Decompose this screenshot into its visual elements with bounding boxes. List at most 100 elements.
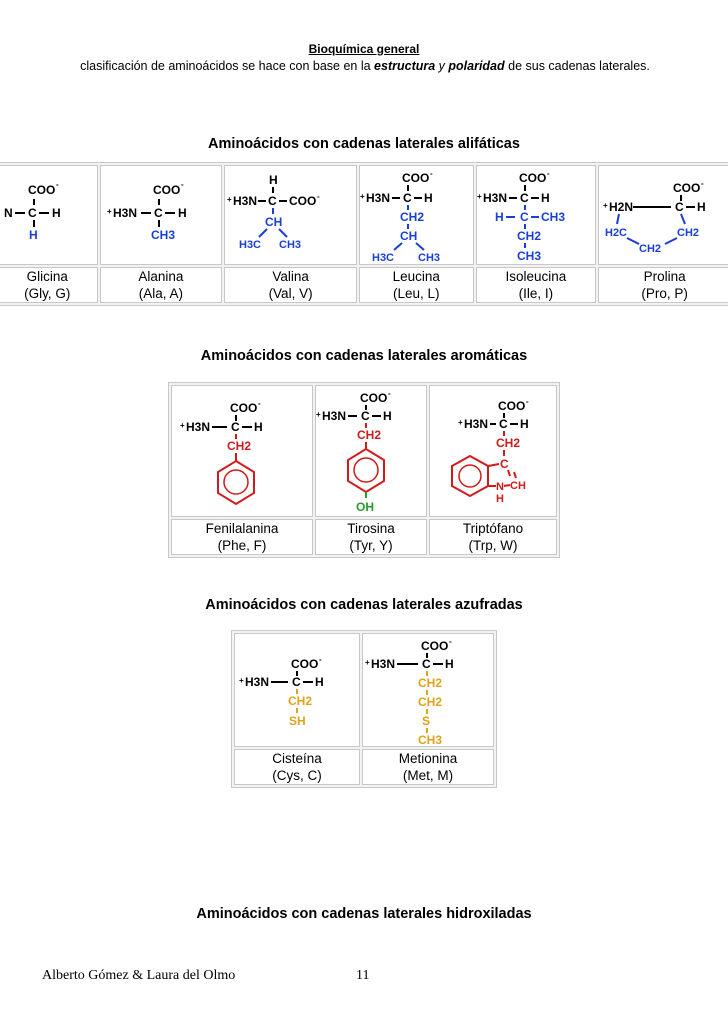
sulfur-table: COO - + H3N C H CH2 SH COO - + H3N [231,630,497,788]
charge-minus: - [258,399,261,408]
charge-plus: + [180,421,185,430]
amino-acid-code: (Met, M) [402,768,454,783]
formula-c: C [154,206,163,220]
amino-acid-code: (Pro, P) [641,286,688,301]
structure-tyrosine: COO - + H3N C H CH2 OH [315,385,427,517]
label-cysteine: Cisteína(Cys, C) [234,749,360,785]
amino-acid-code: (Phe, F) [217,538,267,553]
label-leucine: Leucina (Leu, L) [358,267,474,303]
formula-side-h2c: H2C [605,227,627,239]
formula-side-ch3: CH3 [279,239,301,251]
formula-side-h: H [495,210,504,224]
structure-valine: H + H3N C COO - CH H3C CH3 [224,165,357,265]
aromatic-structures-row: COO - + H3N C H CH2 COO - + [171,385,557,517]
document-title: Bioquímica general [308,42,420,56]
formula-side-ch2: CH2 [517,229,541,243]
label-alanine: Alanina(Ala, A) [99,267,223,303]
formula-side-h3c: H3C [372,252,394,264]
formula-side-ch: CH [400,229,417,243]
alanine-structure-diagram: COO - + H3N C H CH3 [107,180,187,242]
amino-acid-code: (Val, V) [268,286,313,301]
formula-c: C [28,206,37,220]
amino-acid-name: Alanina [138,269,184,284]
formula-h3n: H3N [464,417,488,431]
amino-acid-code: (Ile, I) [518,286,554,301]
formula-h3n: H3N [483,191,507,205]
tryptophan-structure-diagram: COO - + H3N C H CH2 C CH N [451,397,529,505]
formula-coo: COO [291,657,318,671]
formula-side-ch2: CH2 [496,436,520,450]
charge-plus: + [360,192,365,201]
formula-side-c: C [520,210,529,224]
charge-minus: - [388,389,391,398]
formula-h3n: H3N [186,420,210,434]
formula-c: C [361,409,370,423]
intro-text-2: y [435,59,449,73]
amino-acid-name: Fenilalanina [205,521,279,536]
formula-coo: COO [421,639,448,653]
charge-minus: - [526,397,529,406]
formula-coo: COO [519,171,546,185]
formula-coo: COO [673,181,700,195]
formula-side-ch: CH [510,480,526,492]
amino-acid-name: Tirosina [347,521,395,536]
formula-side-ch3: CH3 [418,733,442,746]
formula-side-ch2-a: CH2 [418,676,442,690]
proline-structure-diagram: COO - + H2N C H H2C CH2 CH2 [603,179,706,255]
amino-acid-name: Leucina [392,269,440,284]
amino-acid-code: (Gly, G) [24,286,71,301]
label-proline: Prolina(Pro, P) [598,267,728,303]
formula-h3n: H3N [371,657,395,671]
formula-c: C [268,194,277,208]
formula-c: C [292,675,301,689]
amino-acid-code: (Leu, L) [392,286,440,301]
charge-minus: - [701,179,704,188]
formula-coo: COO [498,399,525,413]
formula-h: H [445,657,454,671]
formula-side-s: S [422,714,430,728]
heading-aliphatic: Aminoácidos con cadenas laterales alifát… [208,136,520,152]
charge-plus: + [477,192,482,201]
aromatic-table: COO - + H3N C H CH2 COO - + [168,382,560,558]
amino-acid-code: (Cys, C) [272,768,322,783]
formula-h: H [520,417,529,431]
intro-text-1: clasificación de aminoácidos se hace con… [80,59,375,73]
charge-minus: - [56,180,59,189]
formula-h3n: H3N [113,206,137,220]
formula-h3n: H3N [245,675,269,689]
formula-top-h: H [269,173,278,187]
amino-acid-code: (Tyr, Y) [349,538,393,553]
label-tyrosine: Tirosina (Tyr, Y) [315,519,427,555]
phenylalanine-structure-diagram: COO - + H3N C H CH2 [180,399,263,506]
label-methionine: Metionina(Met, M) [362,749,494,785]
structure-isoleucine: COO - + H3N C H H C CH3 CH2 CH3 [475,165,597,265]
formula-side-ch2: CH2 [288,694,312,708]
page-number: 11 [356,968,370,983]
formula-c: C [422,657,431,671]
footer-author: Alberto Gómez & Laura del Olmo [42,968,236,983]
charge-minus: - [181,180,184,189]
label-phenylalanine: Fenilalanina (Phe, F) [171,519,313,555]
formula-coo: COO [28,183,55,197]
formula-c: C [499,417,508,431]
charge-plus: + [227,195,232,204]
structure-cysteine: COO - + H3N C H CH2 SH [234,633,360,747]
formula-h: H [178,206,187,220]
formula-side-c: C [500,457,509,471]
leucine-structure-diagram: COO - + H3N C H CH2 CH H3C CH3 [360,169,440,264]
charge-plus: + [316,410,321,419]
label-valine: Valina(Val, V) [224,267,357,303]
methionine-structure-diagram: COO - + H3N C H CH2 CH2 S CH3 [365,637,454,746]
aliphatic-table: COO - N C H H COO - + H3N C [0,162,728,306]
formula-h3n: H3N [322,409,346,423]
label-glycine: Glicina(Gly, G) [0,267,98,303]
charge-minus: - [547,169,550,178]
structure-methionine: COO - + H3N C H CH2 CH2 S CH3 [362,633,494,747]
formula-side-ch3-b: CH3 [418,252,440,264]
formula-side-ch2-b: CH2 [418,695,442,709]
formula-side-ch2-right: CH2 [677,227,699,239]
valine-structure-diagram: H + H3N C COO - CH H3C CH3 [227,173,320,251]
formula-coo: COO [402,171,429,185]
formula-side-oh: OH [356,500,374,514]
formula-c: C [675,200,684,214]
